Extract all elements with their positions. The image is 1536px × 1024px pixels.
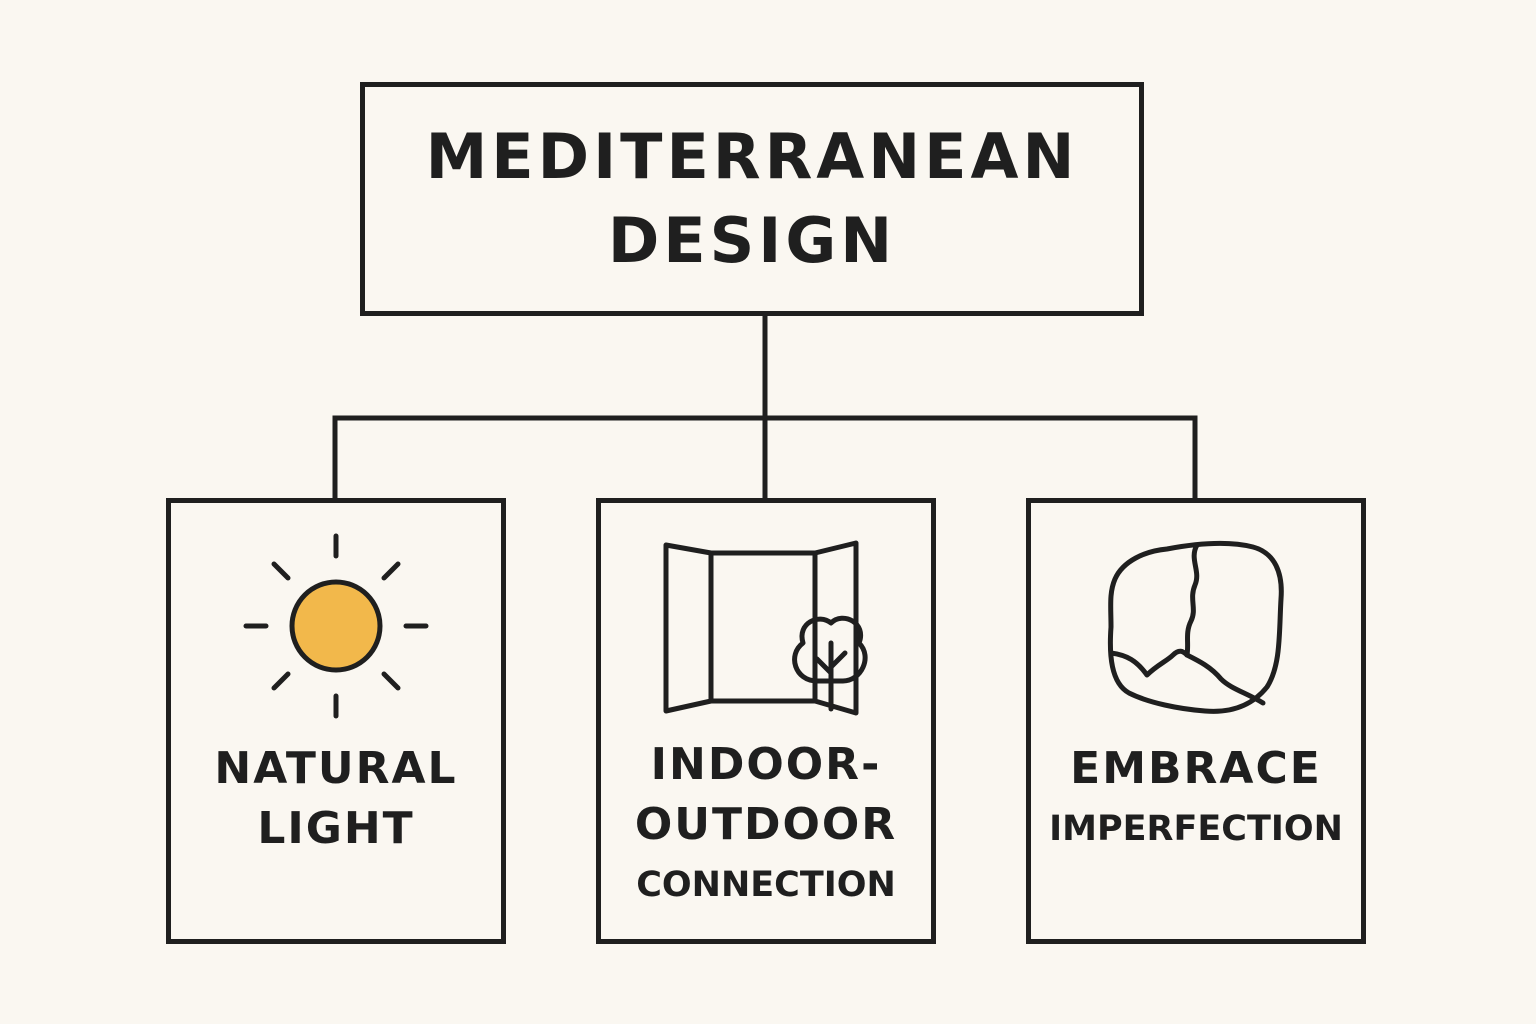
label-embrace-imperfection: EMBRACE IMPERFECTION <box>1031 739 1361 859</box>
label-line: NATURAL <box>214 743 458 794</box>
node-indoor-outdoor-connection: INDOOR- OUTDOOR CONNECTION <box>596 498 936 944</box>
node-embrace-imperfection: EMBRACE IMPERFECTION <box>1026 498 1366 944</box>
root-title-line-2: DESIGN <box>607 204 897 277</box>
label-line: INDOOR- <box>650 739 882 790</box>
node-natural-light: NATURAL LIGHT <box>166 498 506 944</box>
label-indoor-outdoor-connection: INDOOR- OUTDOOR CONNECTION <box>601 735 931 915</box>
label-line: CONNECTION <box>636 865 896 905</box>
label-line: LIGHT <box>257 803 415 854</box>
label-line: EMBRACE <box>1070 743 1322 794</box>
label-natural-light: NATURAL LIGHT <box>171 739 501 859</box>
root-title-line-1: MEDITERRANEAN <box>425 120 1079 193</box>
label-line: IMPERFECTION <box>1049 809 1343 849</box>
label-line: OUTDOOR <box>634 799 898 850</box>
window-tree-icon <box>663 540 868 716</box>
cracked-stone-icon <box>1107 540 1284 714</box>
sun-icon <box>243 533 429 719</box>
root-node: MEDITERRANEAN DESIGN <box>360 82 1144 316</box>
